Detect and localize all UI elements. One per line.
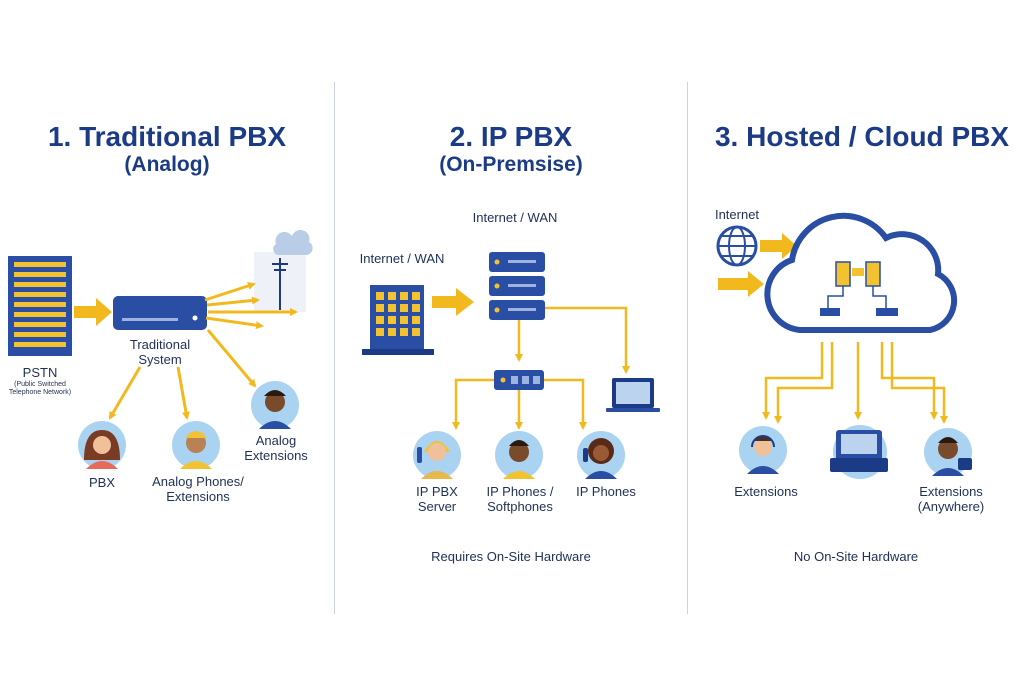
ip-phones-label: IP Phones — [576, 484, 636, 499]
cloud-arrow-2-icon — [718, 271, 764, 297]
panel-3-footer: No On-Site Hardware — [793, 549, 919, 564]
cloud-connector-lines — [762, 342, 948, 424]
panel-divider-1 — [334, 82, 335, 614]
panel-3-title: 3. Hosted / Cloud PBX — [714, 121, 1010, 152]
avatar-woman-phone-icon — [577, 431, 625, 479]
panel-1-title: 1. Traditional PBX — [47, 121, 287, 152]
cloud-servers-icon — [820, 261, 898, 316]
ip-connector-lines — [452, 306, 630, 430]
panel-2-title: 2. IP PBX — [449, 121, 573, 152]
extensions-anywhere-label: Extensions (Anywhere) — [917, 484, 985, 514]
analog-phones-label: Analog Phones/ Extensions — [152, 474, 244, 504]
pstn-full-label: (Public Switched Telephone Network) — [8, 381, 72, 396]
pstn-building-icon — [8, 256, 72, 356]
big-arrow-icon — [74, 298, 112, 326]
telephone-pole-icon — [254, 229, 313, 312]
internet-wan-left-label: Internet / WAN — [359, 251, 445, 266]
pbx-system-icon — [113, 296, 207, 330]
panel-2-subtitle: (On-Premsise) — [439, 153, 583, 176]
desk-phone-icon — [830, 425, 888, 479]
laptop-icon — [606, 378, 660, 412]
ip-pbx-server-icon — [489, 252, 545, 320]
globe-icon — [716, 225, 758, 267]
internet-wan-top-label: Internet / WAN — [472, 210, 558, 225]
big-arrow-2-icon — [432, 288, 474, 316]
network-switch-icon — [494, 370, 544, 390]
pbx-label: PBX — [88, 475, 115, 490]
panel-1-subtitle: (Analog) — [124, 153, 210, 176]
avatar-man-icon — [251, 381, 299, 429]
extensions-label: Extensions — [734, 484, 798, 499]
avatar-man-phone-icon — [924, 428, 972, 476]
panel-2-footer: Requires On-Site Hardware — [431, 549, 591, 564]
cloud-arrow-1-icon — [760, 233, 797, 259]
avatar-man-2-icon — [495, 431, 543, 479]
analog-extensions-label: Analog Extensions — [244, 433, 308, 463]
avatar-support-agent-icon — [739, 426, 787, 474]
avatar-woman-icon — [78, 421, 126, 469]
avatar-woman-headset-icon — [413, 431, 461, 479]
panel-divider-2 — [687, 82, 688, 614]
internet-label: Internet — [714, 207, 760, 222]
office-building-icon — [362, 285, 434, 355]
avatar-woman-2-icon — [172, 421, 220, 469]
ip-phones-softphones-label: IP Phones / Softphones — [486, 484, 554, 514]
system-label: Traditional System — [129, 337, 191, 367]
analog-arrows — [108, 282, 298, 420]
pstn-label: PSTN — [22, 365, 58, 380]
ip-pbx-server-label: IP PBX Server — [416, 484, 458, 514]
